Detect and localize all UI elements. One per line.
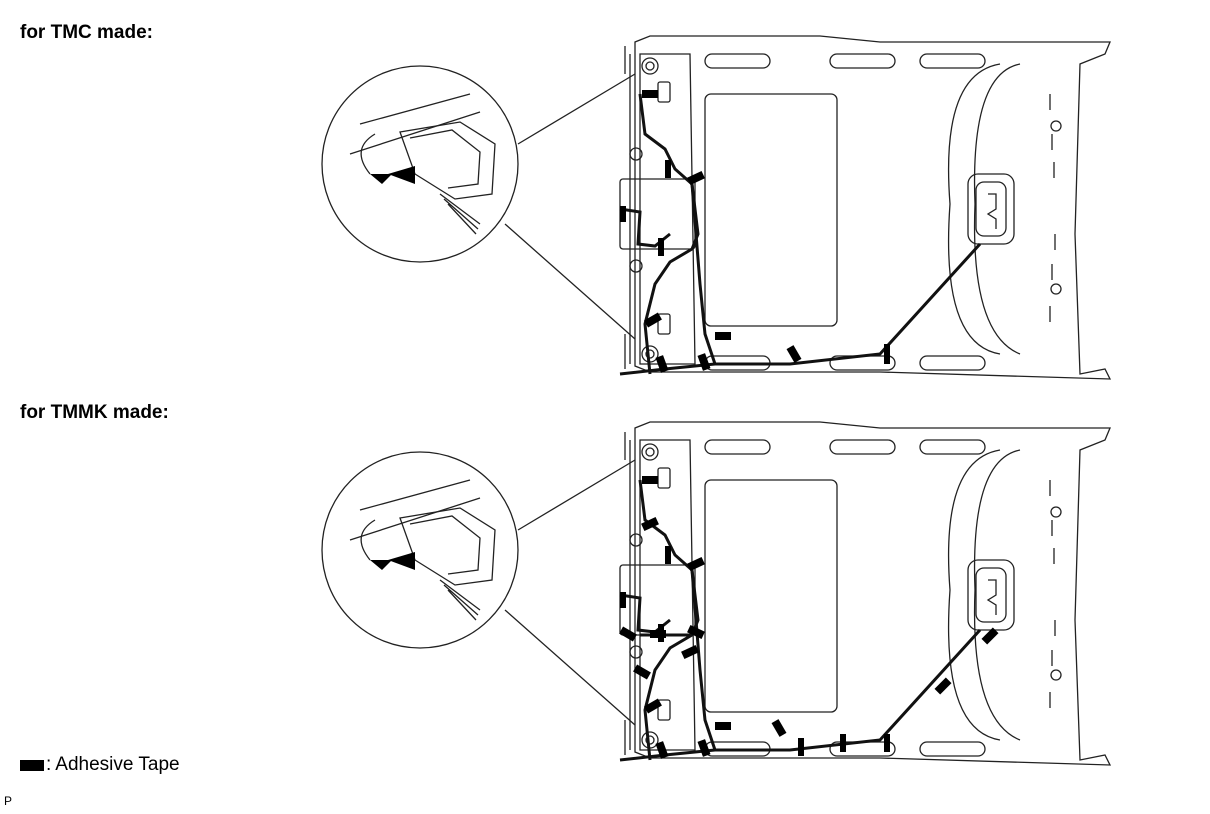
roof-wire-diagram-tmmk [321, 421, 1112, 766]
legend-adhesive-tape: : Adhesive Tape [20, 754, 180, 776]
legend-label: Adhesive Tape [55, 754, 180, 775]
legend-separator: : [46, 754, 52, 775]
roof-wire-diagram-tmc [321, 35, 1112, 380]
heading-tmmk-made: for TMMK made: [20, 402, 169, 423]
heading-tmc-made: for TMC made: [20, 22, 153, 43]
corner-label: P [4, 794, 13, 808]
adhesive-tape-swatch-icon [20, 759, 44, 771]
